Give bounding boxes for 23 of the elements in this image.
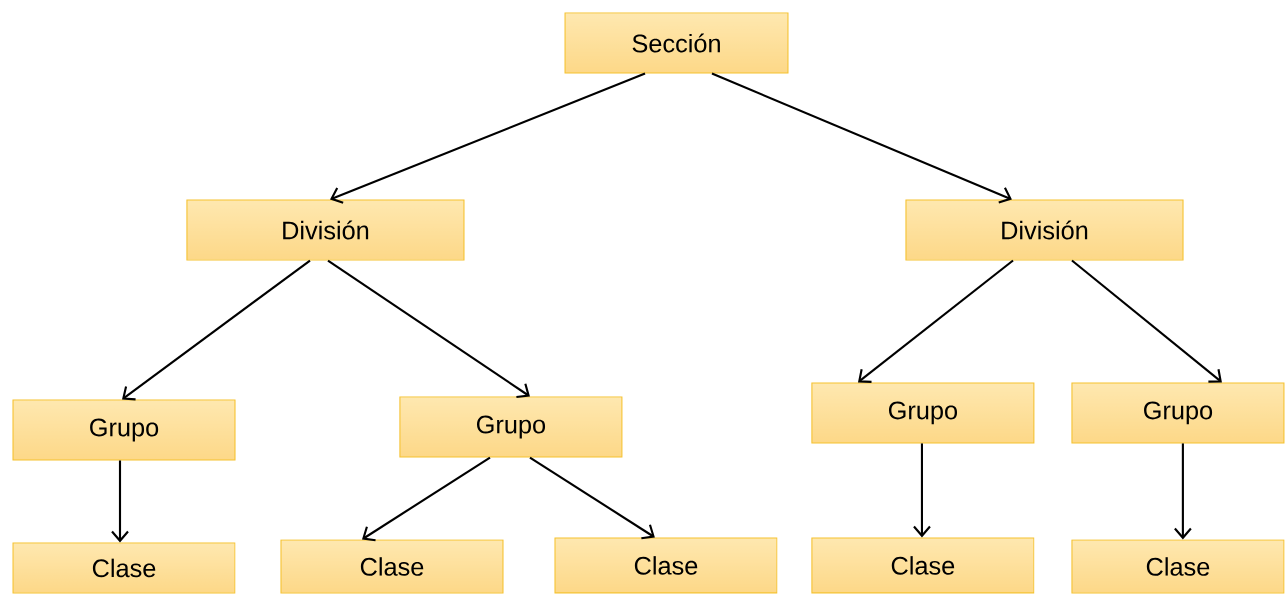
arrow [1071, 259, 1222, 383]
arrow [711, 72, 1012, 204]
arrow [122, 259, 311, 401]
arrow [1174, 443, 1192, 540]
arrow [913, 443, 931, 538]
hierarchy-box: Clase [811, 537, 1035, 594]
hierarchy-box: Clase [280, 539, 504, 594]
hierarchy-box: Grupo [12, 399, 236, 461]
arrow [111, 460, 129, 543]
hierarchy-box: División [905, 199, 1184, 261]
arrow [857, 259, 1014, 383]
hierarchy-box: División [186, 199, 465, 261]
hierarchy-box: Clase [1071, 539, 1285, 594]
arrow [327, 259, 530, 399]
arrow [330, 72, 646, 204]
arrow [529, 456, 655, 540]
hierarchy-box: Sección [564, 12, 789, 74]
hierarchy-box: Clase [12, 542, 236, 594]
hierarchy-box: Grupo [811, 382, 1035, 444]
hierarchy-box: Grupo [1071, 382, 1285, 444]
hierarchy-box: Grupo [399, 396, 623, 458]
arrow [362, 456, 491, 542]
hierarchy-box: Clase [554, 537, 778, 594]
